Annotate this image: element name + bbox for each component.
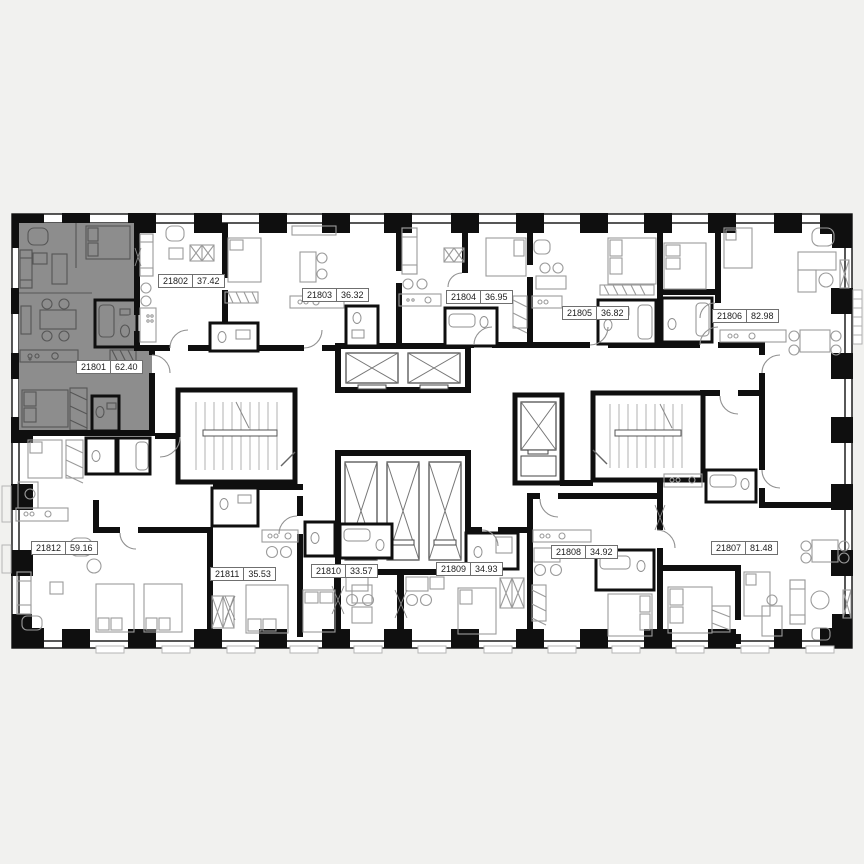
unit-area: 82.98 (746, 310, 778, 322)
unit-area: 81.48 (745, 542, 777, 554)
unit-area: 35.53 (243, 568, 275, 580)
unit-label-21805[interactable]: 21805 36.82 (562, 306, 629, 320)
bath-21806 (660, 296, 714, 344)
unit-area: 34.93 (470, 563, 502, 575)
unit-label-21811[interactable]: 21811 35.53 (210, 567, 276, 581)
unit-id: 21805 (567, 308, 593, 318)
unit-area: 59.16 (65, 542, 97, 554)
unit-id: 21812 (36, 543, 62, 553)
stairwell-right (590, 390, 706, 483)
unit-label-21801[interactable]: 21801 62.40 (76, 360, 143, 374)
unit-21801-region[interactable] (19, 223, 152, 433)
bath-21812b (116, 436, 152, 476)
furniture-21804 (398, 227, 528, 334)
unit-area: 36.95 (480, 291, 512, 303)
unit-id: 21810 (316, 566, 342, 576)
unit-label-21803[interactable]: 21803 36.32 (302, 288, 369, 302)
unit-label-21807[interactable]: 21807 81.48 (711, 541, 778, 555)
furniture-21811 (211, 529, 299, 634)
unit-id: 21802 (163, 276, 189, 286)
unit-21801-furniture (19, 223, 137, 431)
unit-label-21810[interactable]: 21810 33.57 (311, 564, 378, 578)
unit-area: 36.82 (596, 307, 628, 319)
unit-id: 21807 (716, 543, 742, 553)
top-piers (62, 213, 802, 233)
service-elevator (512, 392, 565, 486)
door-arcs (117, 272, 781, 550)
unit-area: 36.32 (336, 289, 368, 301)
unit-label-21804[interactable]: 21804 36.95 (446, 290, 513, 304)
unit-id: 21808 (556, 547, 582, 557)
furniture-21805 (531, 237, 657, 309)
bath-21802 (208, 321, 260, 353)
balcony-right (852, 289, 863, 345)
unit-area: 34.92 (585, 546, 617, 558)
bottom-window-sills (95, 645, 835, 654)
unit-area: 33.57 (345, 565, 377, 577)
bath-21807 (704, 468, 758, 504)
bath-21811 (210, 486, 260, 528)
furniture-21807 (663, 473, 852, 641)
unit-id: 21806 (717, 311, 743, 321)
unit-label-21809[interactable]: 21809 34.93 (436, 562, 503, 576)
elevator-bank-top (335, 343, 471, 393)
unit-area: 62.40 (110, 361, 142, 373)
bath-21803 (344, 304, 380, 348)
unit-label-21802[interactable]: 21802 37.42 (158, 274, 225, 288)
unit-area: 37.42 (192, 275, 224, 287)
furniture-21803 (227, 225, 345, 309)
unit-21801-wc (90, 394, 121, 433)
furniture-21809 (405, 576, 525, 635)
furniture-21808 (531, 529, 653, 637)
unit-label-21806[interactable]: 21806 82.98 (712, 309, 779, 323)
unit-id: 21803 (307, 290, 333, 300)
unit-id: 21809 (441, 564, 467, 574)
balcony-left (1, 485, 12, 574)
unit-id: 21804 (451, 292, 477, 302)
window-marks (134, 247, 666, 621)
unit-label-21808[interactable]: 21808 34.92 (551, 545, 618, 559)
unit-label-21812[interactable]: 21812 59.16 (31, 541, 98, 555)
bath-21810 (303, 520, 394, 560)
furniture-21802 (139, 225, 259, 343)
furniture (15, 225, 852, 641)
unit-21801-bathroom (93, 298, 139, 349)
unit-id: 21811 (215, 569, 240, 579)
unit-id: 21801 (81, 362, 107, 372)
stairwell-left (175, 387, 298, 485)
furniture-21806 (663, 227, 850, 356)
bath-21812a (84, 436, 118, 476)
bathroom-blocks (84, 296, 758, 592)
